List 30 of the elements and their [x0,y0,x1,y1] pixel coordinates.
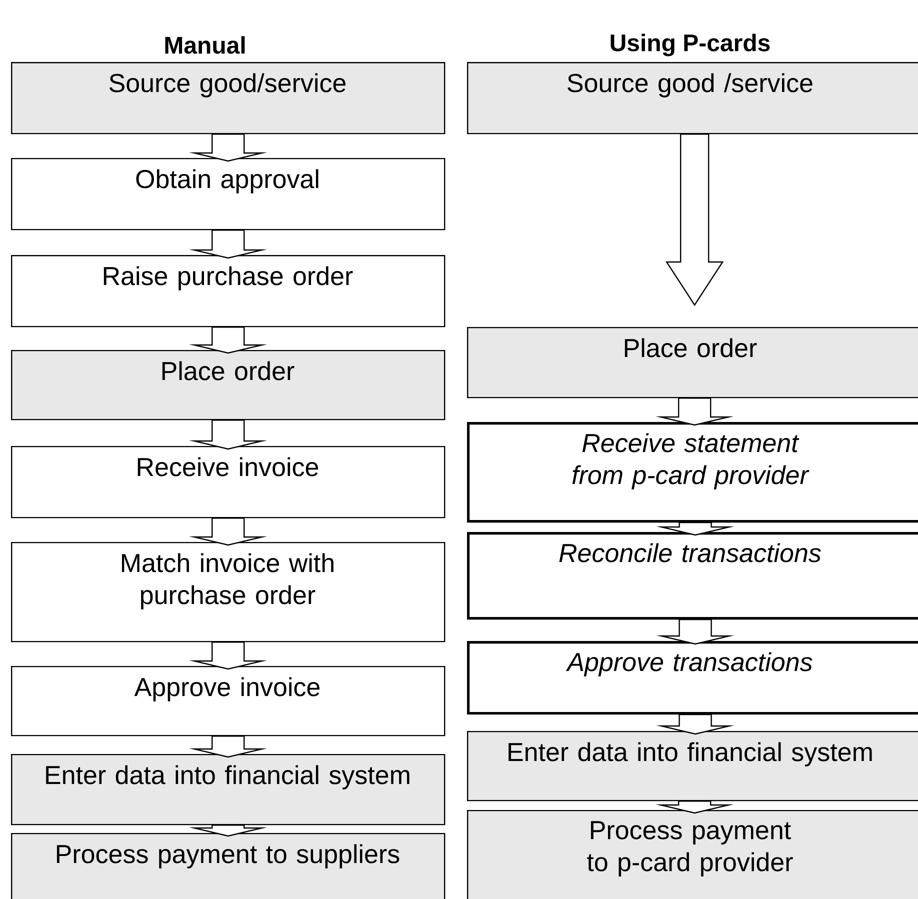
process-box: Enter data into financial system [11,754,446,826]
process-box: Match invoice with purchase order [11,542,446,642]
process-box: Raise purchase order [11,255,446,328]
block-arrow [188,518,268,546]
process-box: Approve invoice [11,666,446,736]
block-arrow [188,326,268,354]
process-box: Obtain approval [11,158,446,230]
block-arrow [655,398,734,426]
block-arrow [188,230,268,259]
block-arrow [188,824,268,837]
process-box: Place order [467,326,918,398]
block-arrow [656,714,734,735]
process-box: Receive statement from p-card provider [467,422,918,523]
block-arrow [656,618,734,645]
process-box: Approve transactions [467,640,918,715]
block-arrow [655,800,734,814]
block-arrow [188,134,268,162]
block-arrow [188,642,268,670]
block-arrow [188,736,268,758]
process-box: Source good /service [467,62,918,134]
process-box: Reconcile transactions [467,532,918,620]
process-box: Process payment to suppliers [11,832,446,899]
process-box: Process payment to p-card provider [467,810,918,899]
process-box: Receive invoice [11,446,446,518]
process-box: Enter data into financial system [467,730,918,802]
process-box: Place order [11,350,446,420]
block-arrow [188,420,268,450]
block-arrow [656,522,734,536]
process-box: Source good/service [11,62,446,134]
block-arrow [666,134,724,306]
